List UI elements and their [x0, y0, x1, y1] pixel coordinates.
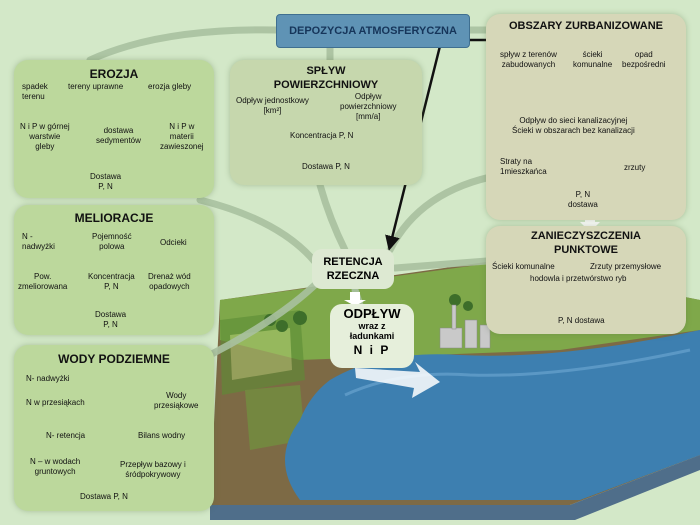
wody-wody-przesiakowe: Wody przesiąkowe — [154, 391, 199, 410]
splyw-odplyw-powierzchniowy: Odpływ powierzchniowy [mm/a] — [340, 92, 397, 121]
wody-n-nadwyzki: N- nadwyżki — [26, 374, 70, 383]
erozja-dostawa-sedymentow: dostawa sedymentów — [96, 126, 141, 145]
zanieczyszczenia-scieki-komunalne: Ścieki komunalne — [492, 262, 555, 271]
melioracje-n-nadwyzki: N - nadwyżki — [22, 232, 55, 251]
splyw-box — [230, 60, 422, 185]
wody-przeplyw: Przepływ bazowy i śródpokrywowy — [120, 460, 186, 479]
melioracje-title: MELIORACJE — [74, 211, 154, 225]
retencja-rzeczna-label: RETENCJA RZECZNA — [323, 256, 383, 282]
splyw-dostawa: Dostawa P, N — [302, 162, 350, 171]
melioracje-pow: Pow. zmeliorowana — [18, 272, 68, 291]
odplyw-box: ODPŁYW wraz z ładunkami N i P — [330, 304, 414, 368]
splyw-odplyw-jednostkowy: Odpływ jednostkowy [km²] — [236, 96, 309, 115]
obszary-zrzuty: zrzuty — [624, 163, 646, 172]
erozja-np-materii: N i P w materii zawieszonej — [160, 122, 204, 151]
zanieczyszczenia-hodowla: hodowla i przetwórstwo ryb — [530, 274, 627, 283]
melioracje-koncentracja: Koncentracja P, N — [88, 272, 135, 291]
erozja-erozja-gleby: erozja gleby — [148, 82, 192, 91]
obszary-splyw-terenow: spływ z terenów zabudowanych — [500, 50, 557, 69]
splyw-koncentracja: Koncentracja P, N — [290, 131, 354, 140]
splyw-title: SPŁYW POWIERZCHNIOWY — [273, 65, 379, 91]
wody-dostawa: Dostawa P, N — [80, 492, 128, 501]
melioracje-dostawa: Dostawa P, N — [95, 310, 127, 329]
obszary-odplyw-sieci: Odpływ do sieci kanalizacyjnej Ścieki w … — [512, 116, 635, 135]
wody-title: WODY PODZIEMNE — [58, 352, 170, 366]
obszary-opad: opad bezpośredni — [622, 50, 666, 69]
odplyw-np: N i P — [353, 343, 391, 357]
wody-n-wodach: N – w wodach gruntowych — [30, 457, 81, 476]
melioracje-box — [14, 205, 214, 335]
zanieczyszczenia-title: ZANIECZYSZCZENIA PUNKTOWE — [531, 230, 641, 256]
wody-box — [14, 345, 214, 511]
erozja-spadek-terenu: spadek terenu — [22, 82, 48, 101]
wody-n-przesiakach: N w przesiąkach — [26, 398, 85, 407]
erozja-title: EROZJA — [89, 67, 139, 81]
erozja-dostawa: Dostawa P, N — [90, 172, 122, 191]
zanieczyszczenia-zrzuty-przemyslowe: Zrzuty przemysłowe — [590, 262, 662, 271]
obszary-pn-dostawa: P, N dostawa — [568, 190, 598, 209]
melioracje-pojemnosc: Pojemność polowa — [92, 232, 132, 251]
obszary-box — [486, 14, 686, 220]
zanieczyszczenia-pn-dostawa: P, N dostawa — [558, 316, 605, 325]
wody-n-retencja: N- retencja — [46, 431, 86, 440]
retencja-rzeczna-box: RETENCJA RZECZNA — [312, 249, 394, 289]
odplyw-title: ODPŁYW — [343, 306, 401, 321]
obszary-scieki: ścieki komunalne — [573, 50, 613, 69]
melioracje-drenaz: Drenaż wód opadowych — [148, 272, 191, 291]
obszary-straty: Straty na 1mieszkańca — [500, 157, 547, 176]
erozja-np-warstwie: N i P w górnej warstwie gleby — [20, 122, 70, 151]
wody-bilans: Bilans wodny — [138, 431, 186, 440]
depozycja-atmosferyczna-header: DEPOZYCJA ATMOSFERYCZNA — [276, 14, 470, 48]
melioracje-odcieki: Odcieki — [160, 238, 187, 247]
obszary-title: OBSZARY ZURBANIZOWANE — [509, 20, 663, 32]
zanieczyszczenia-box — [486, 226, 686, 334]
odplyw-subtitle: wraz z ładunkami — [349, 321, 395, 341]
erozja-box — [14, 60, 214, 198]
erozja-tereny-uprawne: tereny uprawne — [68, 82, 124, 91]
